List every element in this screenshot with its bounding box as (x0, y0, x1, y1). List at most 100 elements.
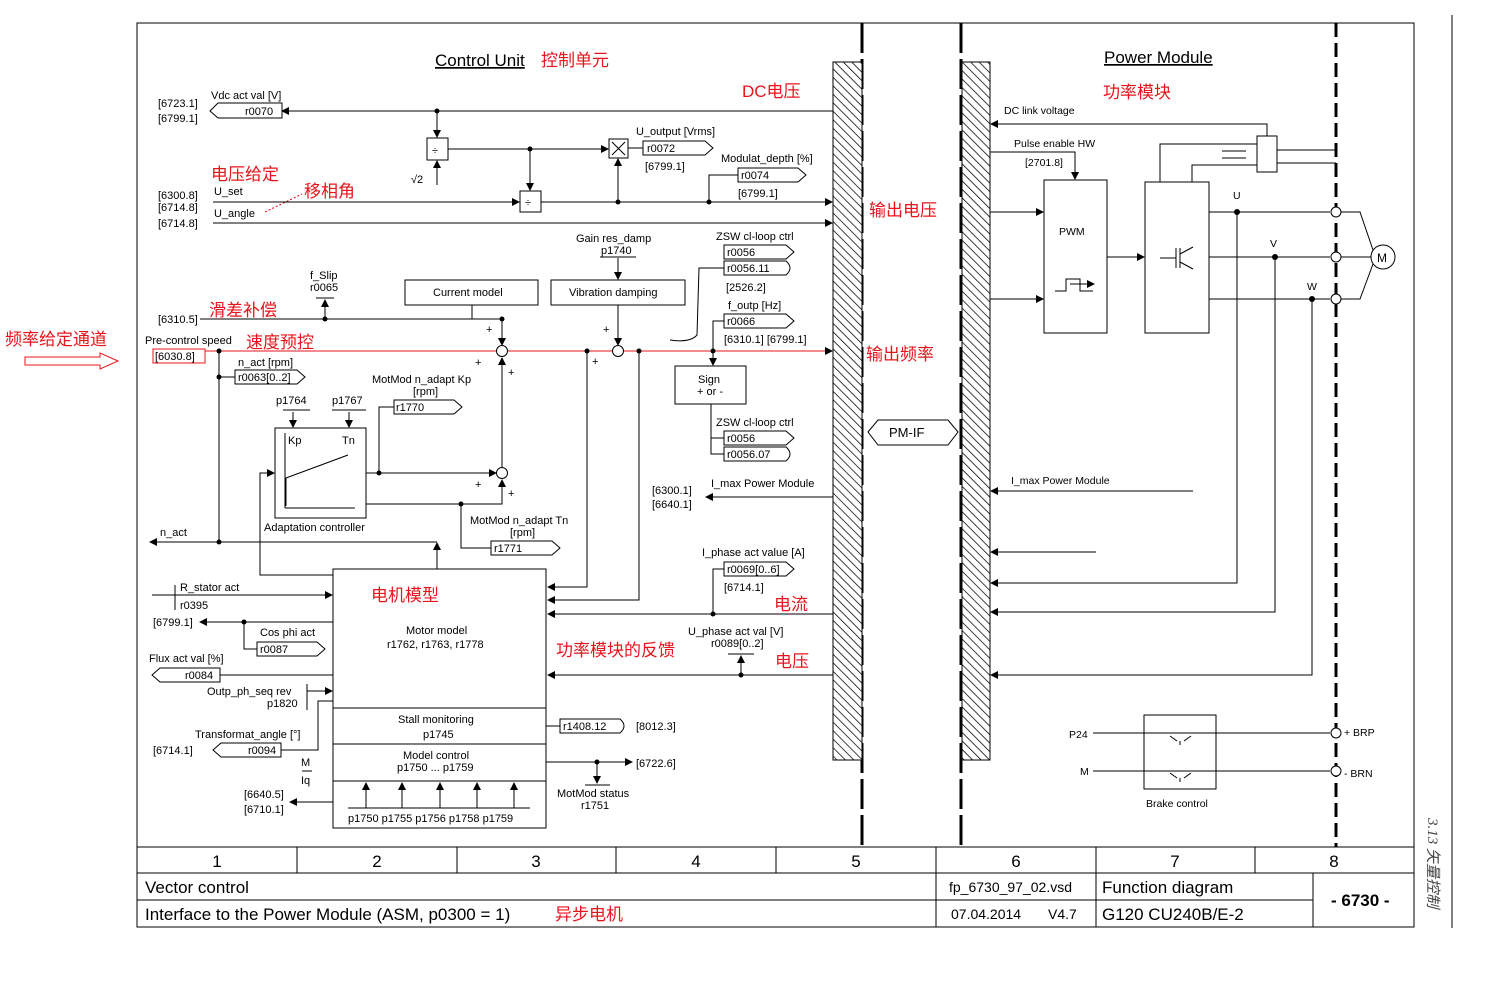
param-label: r0094 (248, 745, 276, 757)
phase-label: V (1270, 238, 1277, 250)
param-label: r0056.07 (727, 449, 770, 461)
svg-text:DC电压: DC电压 (742, 82, 801, 101)
brake-control-block (1143, 714, 1217, 790)
svg-text:电压: 电压 (775, 652, 809, 671)
signal-label: M (301, 757, 310, 769)
svg-text:+: + (475, 357, 481, 369)
file-name: fp_6730_97_02.vsd (949, 879, 1072, 895)
signal-label: Iq (301, 775, 310, 787)
param-label: r0069[0..6] (727, 564, 780, 576)
parameter-connectors (151, 102, 807, 758)
ref-label: [6799.1] (738, 188, 778, 200)
column-number: 4 (691, 852, 700, 871)
ref-label: [6799.1] (158, 113, 198, 125)
ref-label: [6714.8] (158, 202, 198, 214)
signal-label: MotMod n_adapt Tn (470, 515, 568, 527)
control-unit-title: Control Unit (435, 51, 525, 70)
signal-label: n_act [rpm] (238, 357, 293, 369)
column-number: 2 (372, 852, 381, 871)
sign-block: Sign (698, 374, 720, 386)
signal-label: DC link voltage (1004, 105, 1075, 117)
svg-text:输出电压: 输出电压 (869, 201, 937, 220)
signal-label: R_stator act (180, 582, 239, 594)
svg-text:电压给定: 电压给定 (211, 165, 279, 184)
column-number: 6 (1011, 852, 1020, 871)
annotations: DC电压 电压给定 移相角 滑差补偿 速度预控 频率给定通道 输出电压 输出频率… (5, 82, 937, 671)
svg-text:+: + (508, 488, 514, 500)
vibration-damping-block: Vibration damping (569, 287, 657, 299)
ref-label: [6799.1] (645, 161, 685, 173)
signal-label: Cos phi act (260, 627, 315, 639)
terminal-label: + BRP (1344, 727, 1375, 739)
diagram-title: Vector control (145, 878, 249, 897)
ref-label: [6310.5] (158, 314, 198, 326)
signal-label: I_max Power Module (1011, 475, 1110, 487)
signal-label: U_output [Vrms] (636, 126, 715, 138)
param-label: r1771 (494, 543, 522, 555)
ref-label: [6723.1] (158, 98, 198, 110)
control-unit-title-cn: 控制单元 (541, 51, 609, 70)
sign-block: + or - (697, 386, 723, 398)
unit-label: [rpm] (413, 386, 438, 398)
pm-interface-bar (961, 61, 991, 761)
param-label: p1740 (601, 245, 632, 257)
frame (136, 22, 1415, 928)
signal-label: U_set (214, 186, 243, 198)
param-label: r0056.11 (727, 263, 770, 275)
svg-text:+: + (592, 356, 598, 368)
svg-text:÷: ÷ (432, 145, 438, 157)
param-label: r0070 (245, 106, 273, 118)
svg-text:速度预控: 速度预控 (246, 333, 314, 352)
signal-label: I_max Power Module (711, 478, 814, 490)
signal-label: n_act (160, 527, 187, 539)
ref-label: [6714.1] (153, 745, 193, 757)
ref-label: [2526.2] (726, 282, 766, 294)
column-number: 8 (1329, 852, 1338, 871)
signal-label: Pre-control speed (145, 335, 232, 347)
pwm-block: PWM (1059, 226, 1085, 238)
param-label: p1750 ... p1759 (397, 762, 473, 774)
ref-label: [8012.3] (636, 721, 676, 733)
model-control-label: Model control (403, 750, 469, 762)
ref-label: [6030.8] (155, 351, 195, 363)
signal-label: ZSW cl-loop ctrl (716, 417, 794, 429)
signal-label: Transformat_angle [°] (195, 729, 300, 741)
ref-label: [6714.8] (158, 218, 198, 230)
cu-interface-bar (832, 61, 863, 761)
param-label: r0084 (185, 670, 213, 682)
ref-label: [6710.1] (244, 804, 284, 816)
device: G120 CU240B/E-2 (1102, 905, 1244, 924)
ref-label: [6714.1] (724, 582, 764, 594)
signal-label: MotMod n_adapt Kp (372, 374, 471, 386)
title-block: 1 2 3 4 5 6 7 8 Vector control Interface… (137, 846, 1414, 927)
svg-text:+: + (508, 367, 514, 379)
signal-label: Pulse enable HW (1014, 138, 1095, 150)
phase-label: U (1233, 190, 1241, 202)
signal-label: f_outp [Hz] (728, 300, 781, 312)
phase-label: W (1307, 281, 1317, 293)
signal-label: Outp_ph_seq rev (207, 686, 292, 698)
param-label: r1762, r1763, r1778 (387, 639, 484, 651)
motor-model-annotation: 电机模型 (371, 586, 439, 605)
svg-text:输出频率: 输出频率 (866, 345, 934, 364)
diagram-subtitle: Interface to the Power Module (ASM, p030… (145, 905, 510, 924)
param-label: r1408.12 (563, 721, 606, 733)
async-motor-annotation: 异步电机 (555, 905, 623, 924)
adaptation-controller-label: Adaptation controller (264, 522, 365, 534)
param-label: r0056 (727, 433, 755, 445)
signal-label: Modulat_depth [%] (721, 153, 813, 165)
signal-label: P24 (1069, 729, 1088, 741)
signal-label: I_phase act value [A] (702, 547, 805, 559)
brake-control-label: Brake control (1146, 798, 1208, 810)
param-label: p1745 (423, 729, 454, 741)
svg-text:滑差补偿: 滑差补偿 (209, 301, 277, 320)
param-label: p1767 (332, 395, 363, 407)
motor-icon (1370, 244, 1396, 270)
red-arrow-icon (24, 352, 120, 370)
svg-text:+: + (486, 324, 492, 336)
param-label: r0395 (180, 600, 208, 612)
param-label: r1770 (396, 402, 424, 414)
param-label: r0065 (310, 282, 338, 294)
page-number: - 6730 - (1331, 891, 1390, 910)
